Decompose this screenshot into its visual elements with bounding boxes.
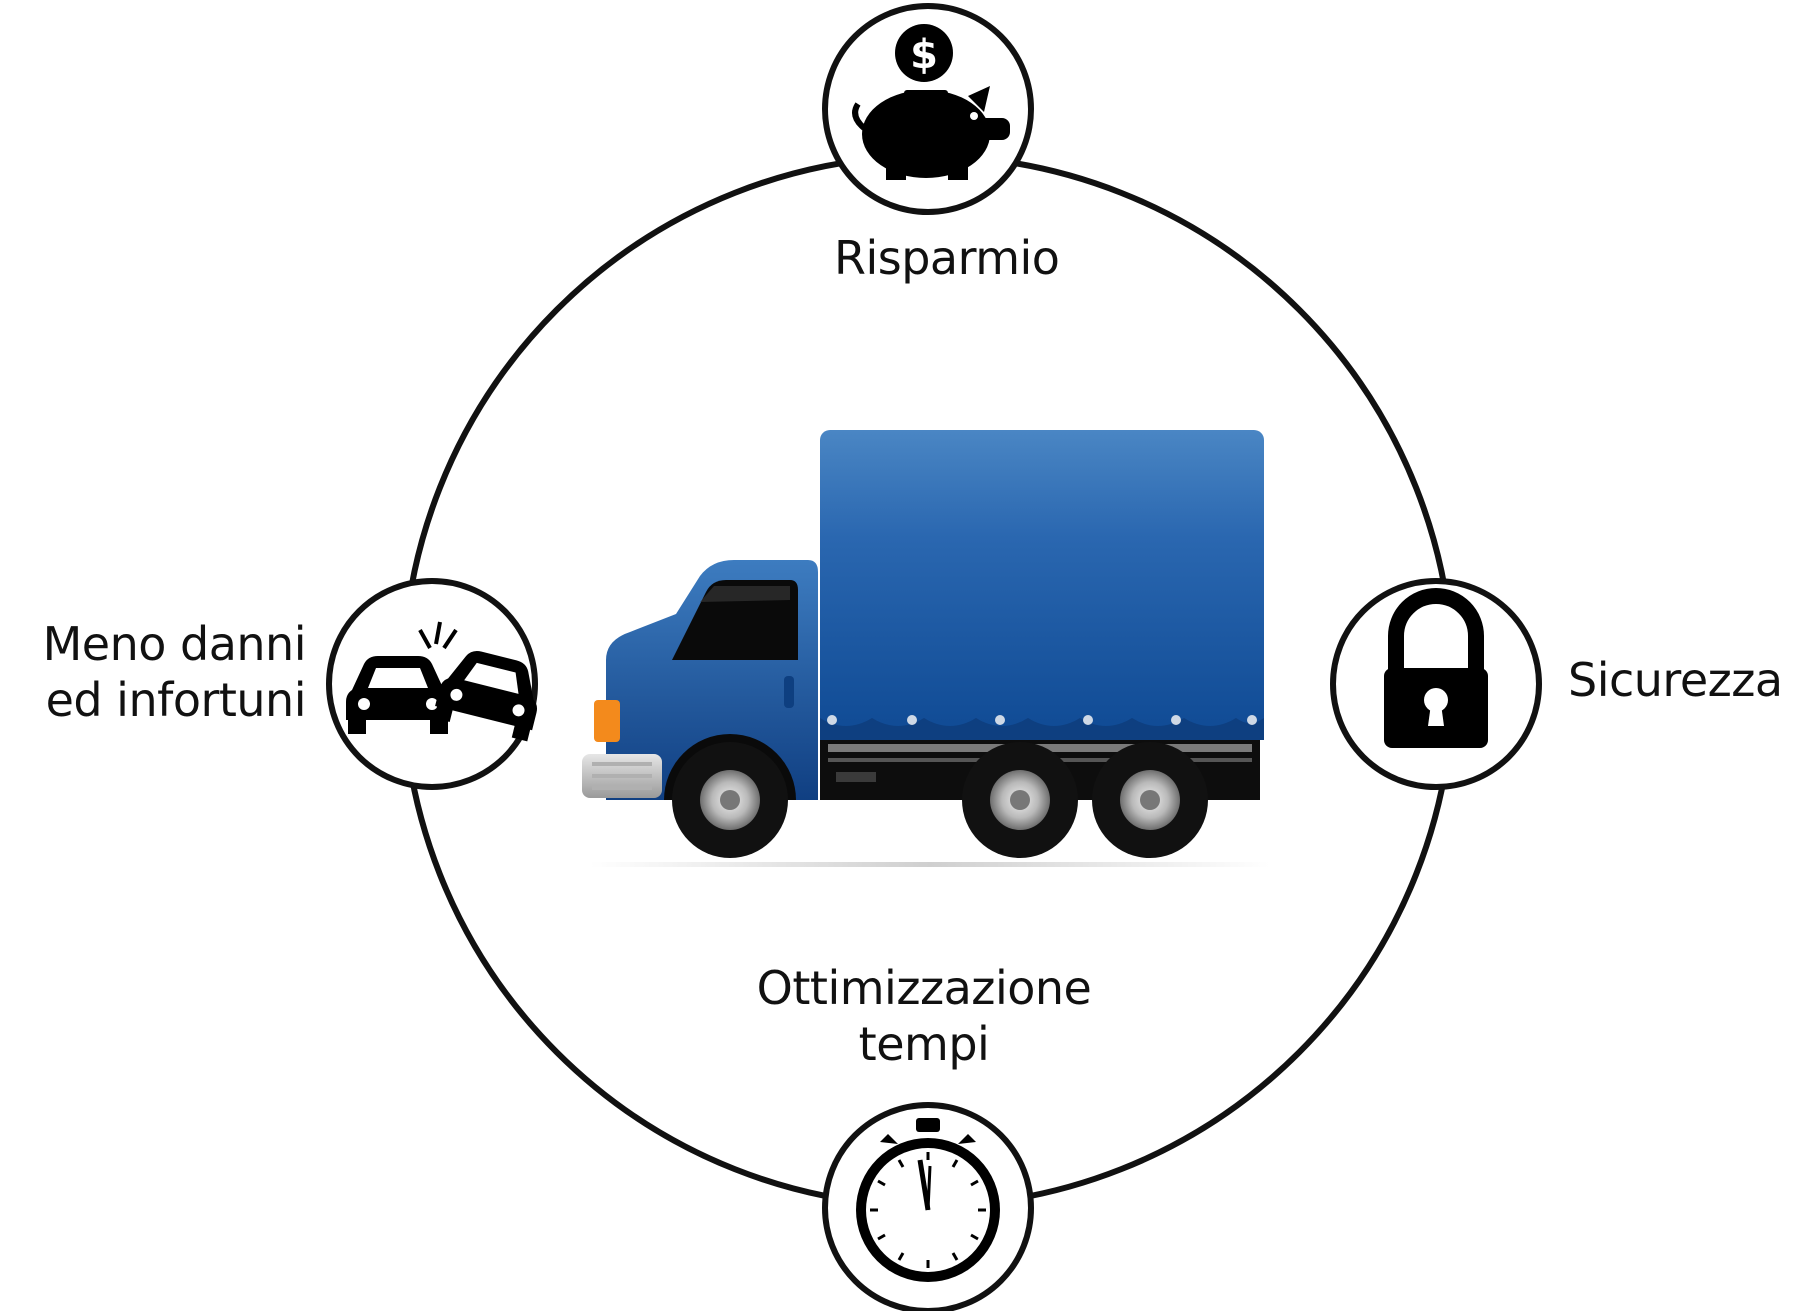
padlock-icon [1384,588,1488,748]
piggy-bank-icon: $ [852,24,1010,180]
svg-text:$: $ [910,32,938,78]
security-label: Sicurezza [1568,652,1783,708]
time-node [822,1102,1034,1311]
truck-wheel [962,742,1078,858]
truck-wheel [672,742,788,858]
damage-node [326,578,538,790]
truck-wheel [1092,742,1208,858]
security-node [1330,578,1542,790]
savings-label-text: Risparmio [834,231,1060,285]
savings-label: Risparmio [834,230,1060,286]
damage-label: Meno danni ed infortuni [30,616,307,728]
car-crash-icon [346,621,538,742]
damage-label-line-2: ed infortuni [45,673,307,727]
damage-label-line-1: Meno danni [42,617,307,671]
security-label-text: Sicurezza [1568,653,1783,707]
time-label-line-2: tempi [858,1017,990,1071]
truck-icon [582,430,1270,867]
time-label: Ottimizzazione tempi [744,960,1104,1072]
time-label-line-1: Ottimizzazione [756,961,1092,1015]
savings-node: $ [822,3,1034,215]
stopwatch-icon [856,1118,1000,1282]
